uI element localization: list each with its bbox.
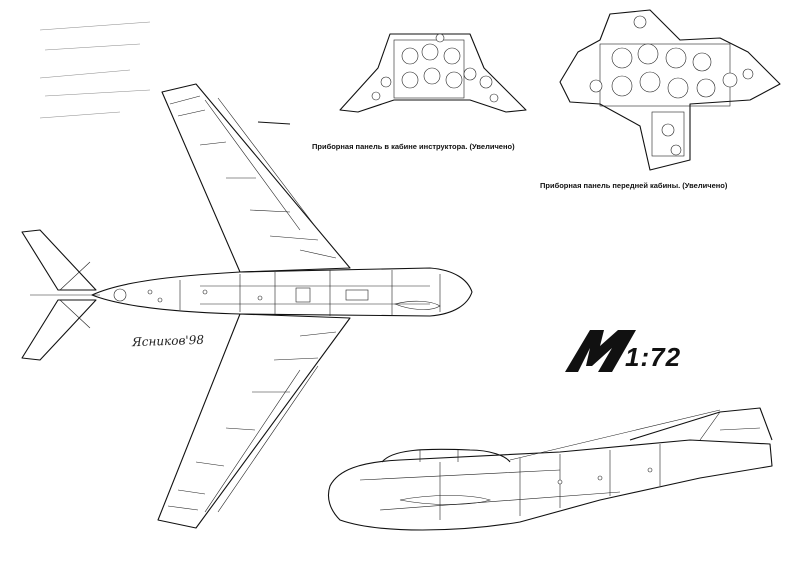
front-panel-caption: Приборная панель передней кабины. (Увели… [540, 181, 728, 190]
instructor-panel-caption: Приборная панель в кабине инструктора. (… [312, 142, 515, 151]
logo-m [565, 330, 636, 372]
instructor-instrument-panel [339, 33, 527, 113]
scale-label: 1:72 [625, 342, 682, 372]
aircraft-side-view [327, 407, 773, 531]
author-signature: Ясников'98 [131, 332, 205, 350]
bleed-through-marks [39, 21, 151, 119]
front-instrument-panel [559, 9, 781, 171]
aircraft-top-view [21, 83, 473, 529]
